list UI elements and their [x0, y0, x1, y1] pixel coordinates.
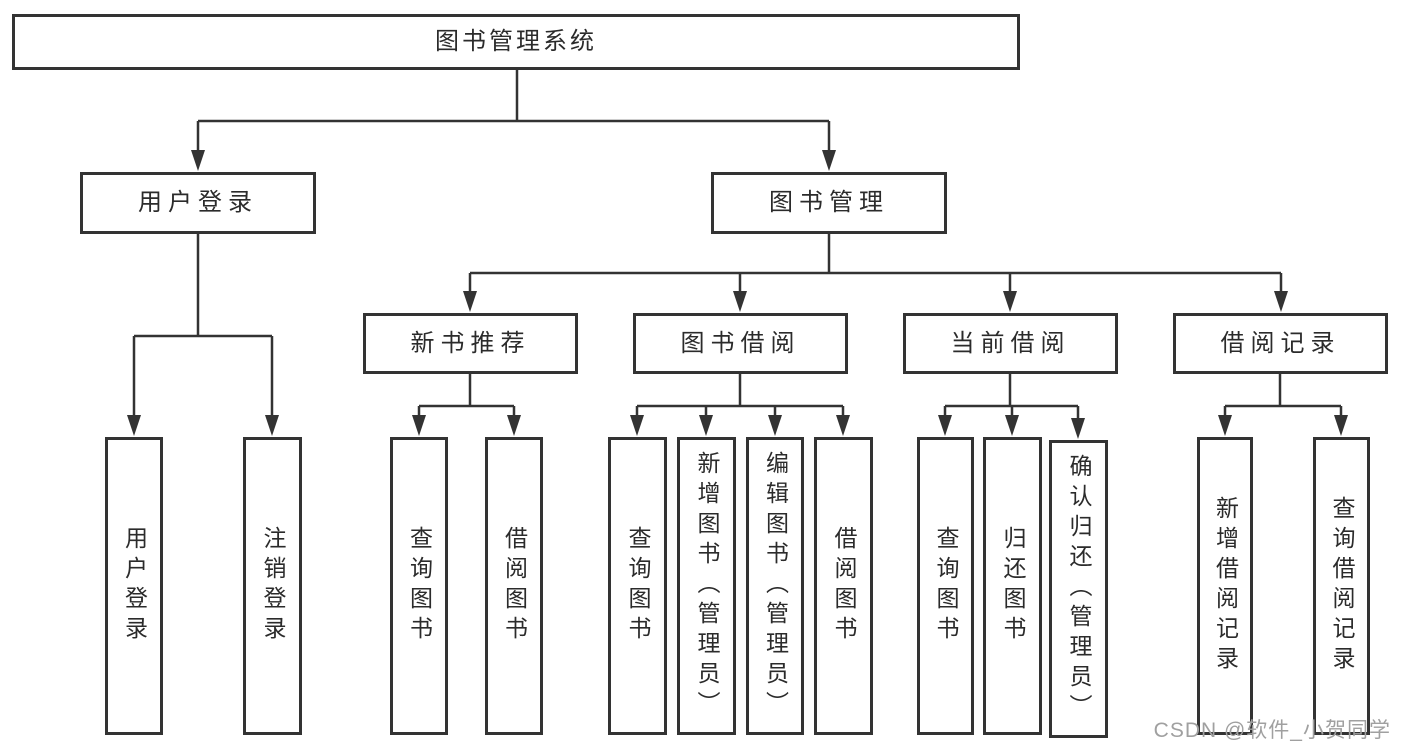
- node-label: 编辑图书（管理员）: [762, 451, 789, 721]
- leaf-query-books-recommend: 查询图书: [390, 437, 448, 735]
- connector-new-book-recommend-to-children: [417, 374, 516, 418]
- connector-book-borrowing-to-children: [635, 374, 845, 418]
- node-label: 借阅记录: [1220, 329, 1341, 357]
- node-label: 当前借阅: [950, 329, 1071, 357]
- connector-current-borrowing-to-children: [943, 374, 1080, 421]
- node-new-book-recommend: 新书推荐: [363, 313, 578, 374]
- leaf-user-login: 用户登录: [105, 437, 163, 735]
- connector-borrowing-records-to-children: [1223, 374, 1343, 418]
- leaf-query-books-current: 查询图书: [917, 437, 974, 735]
- node-label: 新增图书（管理员）: [694, 451, 720, 721]
- leaf-return-books: 归还图书: [983, 437, 1042, 735]
- node-user-login: 用户登录: [80, 172, 316, 234]
- leaf-edit-book-admin: 编辑图书（管理员）: [746, 437, 804, 735]
- node-book-management: 图书管理: [711, 172, 947, 234]
- connector-user-login-to-children: [132, 234, 274, 418]
- leaf-query-borrow-record: 查询借阅记录: [1313, 437, 1370, 735]
- node-label: 图书借阅: [680, 329, 801, 357]
- node-label: 借阅图书: [501, 526, 528, 646]
- node-label: 注销登录: [260, 526, 286, 646]
- node-label: 查询图书: [406, 526, 433, 646]
- node-label: 用户登录: [121, 526, 148, 646]
- leaf-add-borrow-record: 新增借阅记录: [1197, 437, 1253, 735]
- leaf-borrow-books-borrowing: 借阅图书: [814, 437, 873, 735]
- leaf-logout: 注销登录: [243, 437, 302, 735]
- node-label: 新书推荐: [410, 329, 531, 357]
- node-label: 查询借阅记录: [1329, 496, 1355, 676]
- node-label: 查询图书: [933, 526, 959, 646]
- node-library-system: 图书管理系统: [12, 14, 1020, 70]
- node-label: 新增借阅记录: [1212, 496, 1239, 676]
- node-label: 图书管理系统: [435, 28, 597, 55]
- node-label: 归还图书: [1000, 526, 1026, 646]
- node-label: 图书管理: [769, 189, 889, 216]
- node-label: 借阅图书: [831, 526, 857, 646]
- leaf-borrow-books-recommend: 借阅图书: [485, 437, 543, 735]
- node-label: 确认归还（管理员）: [1066, 454, 1092, 724]
- leaf-confirm-return-admin: 确认归还（管理员）: [1049, 440, 1108, 738]
- watermark: CSDN @软件_小贺同学: [1153, 719, 1391, 742]
- node-label: 用户登录: [138, 189, 258, 216]
- node-book-borrowing: 图书借阅: [633, 313, 848, 374]
- node-borrowing-records: 借阅记录: [1173, 313, 1388, 374]
- connector-book-management-to-level3: [468, 234, 1283, 294]
- leaf-add-book-admin: 新增图书（管理员）: [677, 437, 736, 735]
- arrowheads: [127, 150, 1348, 439]
- connector-root-to-level2: [196, 70, 831, 152]
- node-label: 查询图书: [625, 526, 651, 646]
- leaf-query-books-borrowing: 查询图书: [608, 437, 667, 735]
- node-current-borrowing: 当前借阅: [903, 313, 1118, 374]
